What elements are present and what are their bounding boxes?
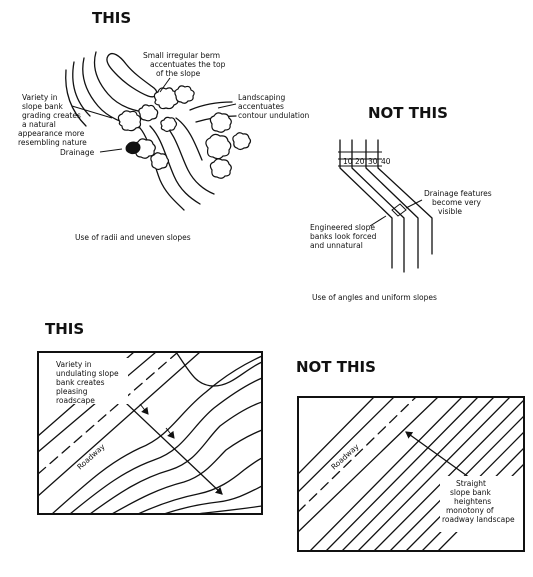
tick-label: 40 xyxy=(381,157,391,166)
contour-line xyxy=(65,69,87,127)
contour-line xyxy=(373,399,524,551)
contour-line xyxy=(377,139,433,255)
panel-top-left: THIS xyxy=(18,9,310,242)
label-bg xyxy=(440,476,518,532)
roadway-edge xyxy=(298,397,375,475)
leader-line xyxy=(159,77,171,93)
label-engineered: Engineered slope banks look forced and u… xyxy=(310,223,379,250)
contour-line xyxy=(175,352,262,387)
panel-bottom-right: NOT THIS Straight slope bank heightens m… xyxy=(296,358,525,552)
contour-line xyxy=(195,505,262,514)
tick-label: 30 xyxy=(368,157,378,166)
contour-line xyxy=(339,139,393,269)
caption-top-left: Use of radii and uneven slopes xyxy=(75,233,191,242)
roadway-centerline xyxy=(298,397,417,513)
contour-line xyxy=(341,397,495,551)
contour-line xyxy=(163,485,262,514)
arrow-tick xyxy=(139,403,149,415)
heading-this-top: THIS xyxy=(92,9,131,27)
caption-top-right: Use of angles and uniform slopes xyxy=(312,293,437,302)
leader-line xyxy=(369,215,387,227)
leader-line xyxy=(405,199,423,209)
heading-not-this-bottom: NOT THIS xyxy=(296,358,376,376)
contour-line xyxy=(161,121,215,195)
contour-line xyxy=(51,355,262,514)
roadway-edge xyxy=(298,397,395,493)
drainage-mark xyxy=(125,141,141,155)
contour-line xyxy=(309,397,463,551)
contour-line xyxy=(93,51,149,113)
tick-label: 20 xyxy=(355,157,365,166)
leader-line xyxy=(99,148,123,153)
label-bg xyxy=(44,358,128,404)
contour-line xyxy=(149,125,201,205)
contour-line xyxy=(72,61,91,117)
panel-bottom-left: THIS Variety in undulating slope bank c xyxy=(37,320,263,515)
contour-line xyxy=(89,401,262,514)
tick-label: 10 xyxy=(343,157,353,166)
label-landscaping: Landscaping accentuates contour undulati… xyxy=(238,93,310,120)
contour-line xyxy=(325,397,479,551)
label-drainage-left: Drainage xyxy=(60,148,95,157)
label-variety-undulating: Variety in undulating slope bank creates… xyxy=(56,360,121,405)
contour-line xyxy=(189,101,233,111)
contour-line xyxy=(351,139,405,273)
label-drainage-right: Drainage features become very visible xyxy=(424,189,494,216)
drainage-feature xyxy=(391,203,407,217)
arrow-tick xyxy=(165,427,175,439)
contour-line xyxy=(137,457,262,514)
contour-line xyxy=(69,377,262,514)
label-variety-slope: Variety in slope bank grading creates a … xyxy=(18,93,87,147)
label-straight-slope: Straight slope bank heightens monotony o… xyxy=(442,479,515,524)
leader-line xyxy=(71,105,113,119)
label-berm: Small irregular berm accentuates the top… xyxy=(143,51,228,78)
roadway-edge xyxy=(38,352,201,497)
heading-this-bottom: THIS xyxy=(45,320,84,338)
panel-top-right: NOT THIS 10 20 30 40 Drainage features b… xyxy=(310,104,494,302)
contour-line xyxy=(365,139,419,269)
contour-line xyxy=(111,429,262,514)
tree-cluster xyxy=(117,85,252,179)
roadway-edge xyxy=(298,397,439,533)
direction-arrow xyxy=(405,431,471,479)
contour-line xyxy=(357,397,511,551)
contour-line xyxy=(175,117,203,161)
leader-line xyxy=(217,103,237,109)
heading-not-this-top: NOT THIS xyxy=(368,104,448,122)
